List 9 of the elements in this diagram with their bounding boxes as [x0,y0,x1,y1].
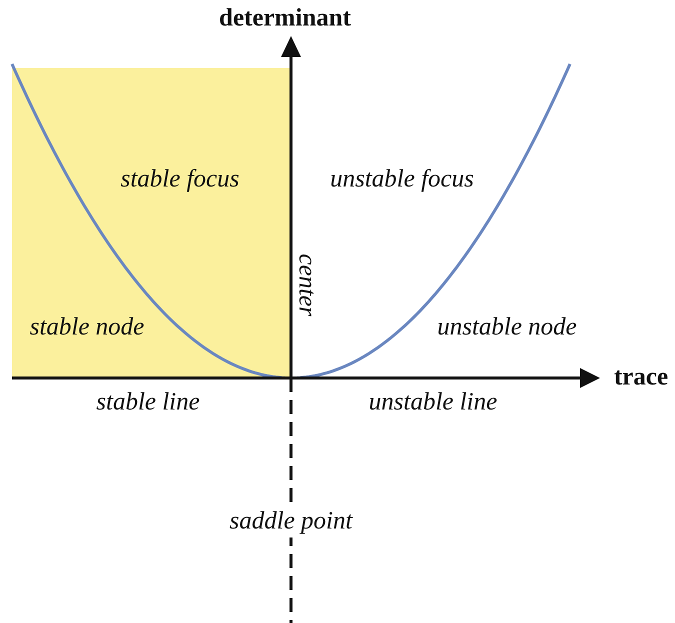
region-label: stable focus [120,166,240,192]
region-label: unstable line [368,390,498,414]
region-label: stable line [96,390,200,414]
region-label: unstable focus [330,166,474,192]
axis-label: determinant [219,6,351,30]
region-label: stable node [30,314,144,340]
region-label: center [294,254,320,316]
region-label: unstable node [437,314,577,340]
axis-label: trace [614,364,668,390]
